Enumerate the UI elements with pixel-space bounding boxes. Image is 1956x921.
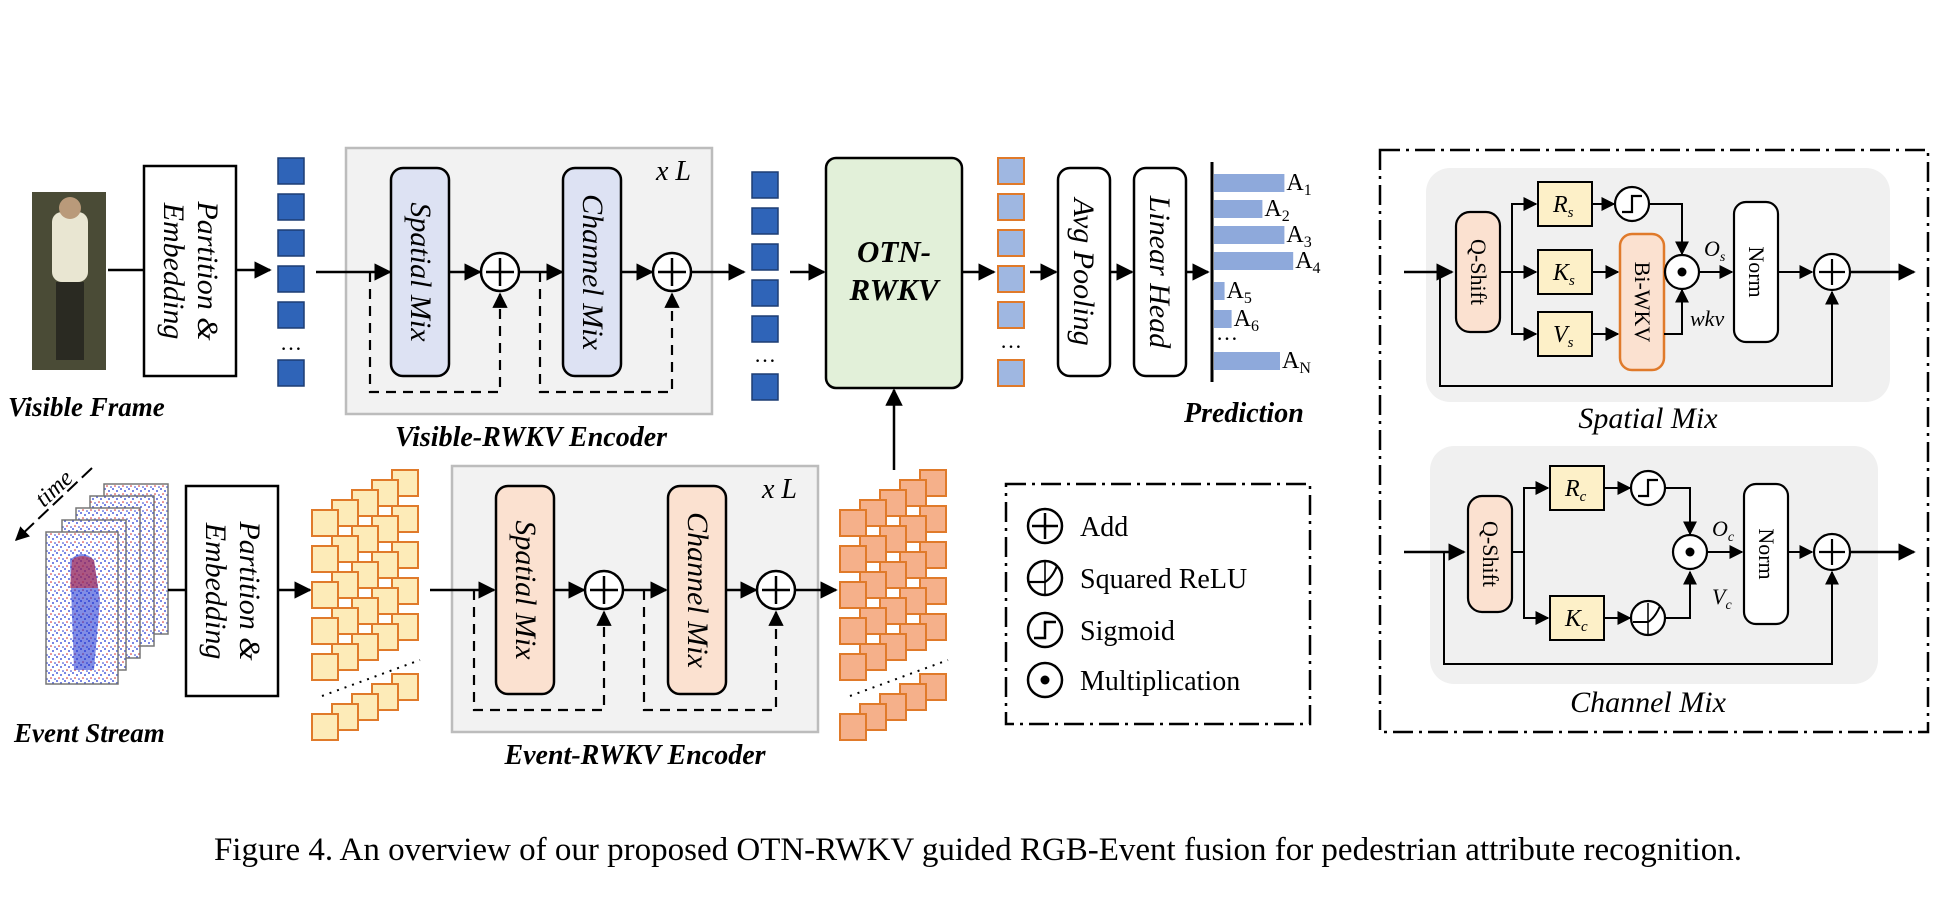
otn-label-line2: RWKV — [848, 272, 940, 307]
ellipsis: … — [280, 330, 302, 355]
event-rwkv-encoder: x L Spatial Mix Channel Mix — [430, 464, 820, 734]
avg-pooling-label: Avg Pooling — [1067, 196, 1100, 345]
multiplication-icon — [1671, 533, 1709, 571]
squared-relu-icon — [1026, 559, 1064, 597]
squared-relu-icon — [1629, 599, 1667, 637]
visible-encoder-repeat: x L — [655, 156, 691, 187]
prediction-bar — [1214, 282, 1225, 300]
prediction-bar — [1214, 252, 1294, 270]
add-icon — [1026, 507, 1064, 545]
spatial-vs-label: Vs — [1553, 322, 1574, 351]
legend: Add Squared ReLU Sigmoid Multiplication — [1004, 482, 1312, 726]
prediction-bar — [1214, 352, 1280, 370]
channel-mix-detail: Q-Shift Rc Kc Oc Vc Norm — [1404, 446, 1916, 684]
visible-partition-embedding-block: Partition & Embedding — [142, 164, 238, 378]
attribute-label: A1 — [1286, 170, 1311, 199]
sigmoid-icon — [1613, 185, 1651, 223]
add-icon — [479, 251, 521, 293]
visible-frame-label: Visible Frame — [8, 392, 165, 422]
visible-partition-label-line2: Embedding — [157, 202, 190, 340]
ellipsis: … — [1216, 320, 1238, 345]
multiplication-icon — [1026, 661, 1064, 699]
channel-qshift-label: Q-Shift — [1478, 521, 1503, 587]
event-stream-image — [45, 483, 169, 685]
figure-caption: Figure 4. An overview of our proposed OT… — [214, 832, 1742, 868]
visible-frame-image — [32, 192, 106, 370]
legend-label-squared-relu: Squared ReLU — [1080, 564, 1247, 595]
spatial-norm-label: Norm — [1744, 246, 1769, 297]
spatial-qshift-label: Q-Shift — [1466, 239, 1491, 305]
sigmoid-icon — [1026, 611, 1064, 649]
prediction-bar — [1214, 226, 1285, 244]
channel-oc-label: Oc — [1712, 516, 1735, 545]
legend-label-add: Add — [1080, 512, 1128, 543]
prediction-bar — [1214, 200, 1263, 218]
add-icon — [1812, 532, 1852, 572]
sigmoid-icon — [1629, 469, 1667, 507]
attribute-label: A2 — [1264, 196, 1289, 225]
multiplication-icon — [1663, 253, 1701, 291]
legend-label-multiplication: Multiplication — [1080, 666, 1240, 697]
wkv-label: wkv — [1690, 306, 1724, 331]
event-partition-label-line1: Partition & — [233, 520, 266, 661]
linear-head-block: Linear Head — [1132, 166, 1188, 378]
visible-token-column: … — [751, 171, 779, 401]
event-spatial-mix-label: Spatial Mix — [509, 520, 542, 660]
event-stream-label: Event Stream — [13, 718, 165, 748]
visible-encoder-label: Visible-RWKV Encoder — [395, 422, 668, 453]
avg-pooling-block: Avg Pooling — [1056, 166, 1112, 378]
channel-mix-caption: Channel Mix — [1570, 686, 1726, 719]
spatial-mix-caption: Spatial Mix — [1578, 402, 1718, 435]
visible-token-column: … — [277, 157, 305, 387]
attribute-label: AN — [1282, 348, 1311, 377]
add-icon — [1812, 252, 1852, 292]
add-icon — [583, 569, 625, 611]
time-label: time — [30, 465, 78, 512]
spatial-ks-label: Ks — [1552, 260, 1575, 289]
event-token-stack — [311, 469, 421, 741]
spatial-os-label: Os — [1704, 236, 1726, 265]
add-icon — [755, 569, 797, 611]
legend-label-sigmoid: Sigmoid — [1080, 616, 1175, 647]
event-encoder-repeat: x L — [761, 474, 797, 505]
event-partition-embedding-block: Partition & Embedding — [184, 484, 280, 698]
event-encoder-label: Event-RWKV Encoder — [503, 740, 766, 771]
otn-label-line1: OTN- — [857, 234, 931, 269]
linear-head-label: Linear Head — [1143, 195, 1176, 349]
bi-wkv-label: Bi-WKV — [1630, 262, 1655, 343]
ellipsis: … — [1000, 328, 1022, 353]
detail-panel-border — [1378, 148, 1930, 734]
event-output-token-stack — [839, 469, 949, 741]
prediction-bars: A1A2A3A4A5A6AN … — [1210, 162, 1321, 382]
visible-partition-label-line1: Partition & — [191, 200, 224, 341]
channel-kc-label: Kc — [1564, 606, 1588, 635]
event-channel-mix-label: Channel Mix — [681, 512, 714, 668]
channel-rc-label: Rc — [1564, 476, 1587, 505]
otn-rwkv-block: OTN- RWKV — [824, 156, 964, 390]
ellipsis: … — [754, 342, 776, 367]
fused-token-column: … — [997, 157, 1025, 387]
attribute-label: A5 — [1227, 278, 1252, 307]
channel-vc-label: Vc — [1712, 584, 1732, 613]
prediction-bar — [1214, 174, 1285, 192]
visible-spatial-mix-label: Spatial Mix — [404, 202, 437, 342]
prediction-bar — [1214, 310, 1232, 328]
spatial-rs-label: Rs — [1552, 192, 1574, 221]
visible-channel-mix-label: Channel Mix — [576, 194, 609, 350]
prediction-label: Prediction — [1183, 398, 1304, 429]
add-icon — [651, 251, 693, 293]
spatial-mix-detail: Q-Shift Rs Ks Vs Bi-WKV wkv Os Norm — [1404, 168, 1916, 402]
event-partition-label-line2: Embedding — [199, 522, 232, 660]
channel-norm-label: Norm — [1754, 528, 1779, 579]
visible-rwkv-encoder: x L Spatial Mix Channel Mix — [316, 146, 714, 416]
attribute-label: A6 — [1234, 306, 1259, 335]
attribute-label: A3 — [1286, 222, 1311, 251]
attribute-label: A4 — [1295, 248, 1320, 277]
